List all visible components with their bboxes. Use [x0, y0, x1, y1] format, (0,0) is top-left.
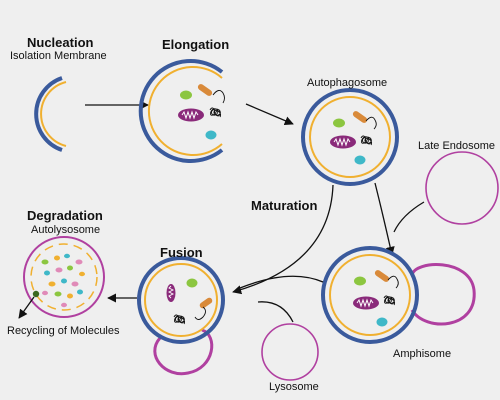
- late-endosome-label: Late Endosome: [418, 140, 496, 152]
- elongating-phagophore: [138, 59, 225, 163]
- arrow-lysosome-to-fusion: [257, 301, 294, 323]
- late-endosome: [425, 151, 499, 225]
- isolation-membrane-label: Isolation Membrane: [10, 50, 107, 62]
- autolysosome-label: Autolysosome: [31, 224, 101, 236]
- stage-elongation-label: Elongation: [162, 37, 230, 52]
- lysosome-label: Lysosome: [269, 381, 319, 393]
- arrow-to-recycling: [18, 296, 35, 319]
- arrow-maturation-to-fusion: [232, 184, 334, 295]
- amphisome: [321, 246, 476, 344]
- recycling-label: Recycling of Molecules: [7, 325, 120, 337]
- stage-maturation-label: Maturation: [251, 198, 318, 213]
- arrow-amphisome-to-fusion: [239, 275, 324, 289]
- arrow-late-endosome-to-amphisome: [393, 201, 425, 233]
- arrow-autophagosome-to-amphisome: [374, 182, 395, 256]
- isolation-membrane: [34, 76, 67, 152]
- autophagosome: [301, 88, 399, 186]
- fusion-vesicle: [137, 256, 225, 376]
- autophagosome-label: Autophagosome: [307, 77, 388, 89]
- stage-degradation-label: Degradation: [27, 208, 103, 223]
- amphisome-label: Amphisome: [393, 348, 452, 360]
- stage-nucleation-label: Nucleation: [27, 35, 94, 50]
- stage-fusion-label: Fusion: [160, 245, 203, 260]
- autolysosome: [23, 236, 105, 318]
- arrow-elongation-to-autophagosome: [245, 103, 294, 125]
- lysosome: [261, 323, 319, 381]
